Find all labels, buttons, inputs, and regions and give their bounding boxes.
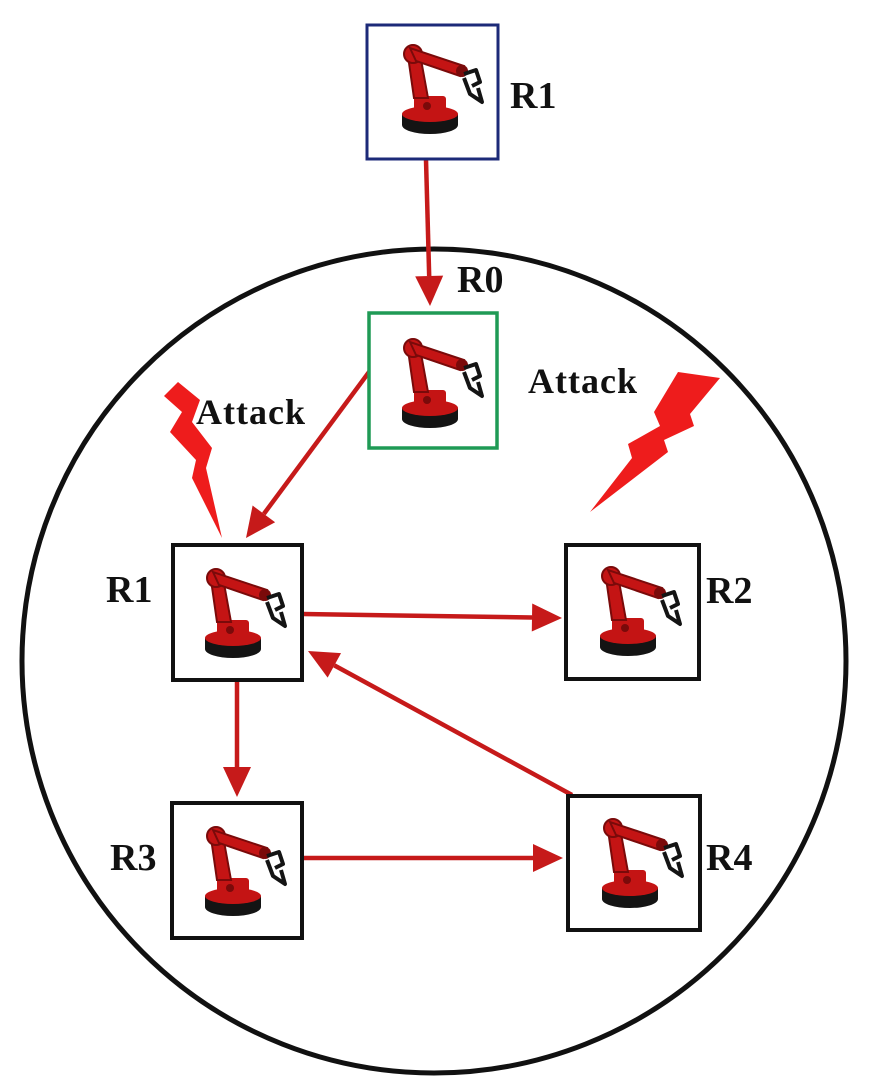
attack-label-right: Attack [528, 361, 638, 401]
edge-external-to-leader [423, 159, 432, 277]
leader-robot-node [367, 311, 499, 450]
robot-node-r2 [564, 543, 701, 681]
edges-group [223, 159, 574, 872]
edge-leader-to-r1 [262, 366, 374, 516]
robot-node-r1-label: R1 [106, 569, 152, 611]
robot-node-r3-label: R3 [110, 837, 156, 879]
arrowhead-r1-to-r2 [531, 603, 562, 632]
external-robot-node [365, 23, 500, 161]
robot-node-r4 [566, 794, 702, 932]
robot-node-r4-label: R4 [706, 837, 752, 879]
lightning-bolt-icon [590, 372, 720, 512]
arrowhead-external-to-leader [415, 275, 444, 306]
external-robot-label: R1 [510, 75, 556, 117]
robot-node-r3 [170, 801, 304, 940]
leader-robot-label: R0 [457, 259, 503, 301]
robot-node-r2-label: R2 [706, 570, 752, 612]
arrowhead-leader-to-r1 [246, 505, 276, 538]
edge-r1-to-r2 [302, 611, 533, 620]
arrowhead-r3-to-r4 [533, 844, 563, 872]
lightning-bolt-icon [164, 382, 222, 538]
arrowhead-r4-to-r1 [308, 651, 342, 678]
edge-r4-to-r1 [333, 663, 574, 797]
network-boundary-circle [19, 246, 849, 1076]
arrowhead-r1-to-r3 [223, 767, 251, 797]
attack-label-left: Attack [196, 392, 306, 432]
robot-node-r1 [171, 543, 304, 682]
